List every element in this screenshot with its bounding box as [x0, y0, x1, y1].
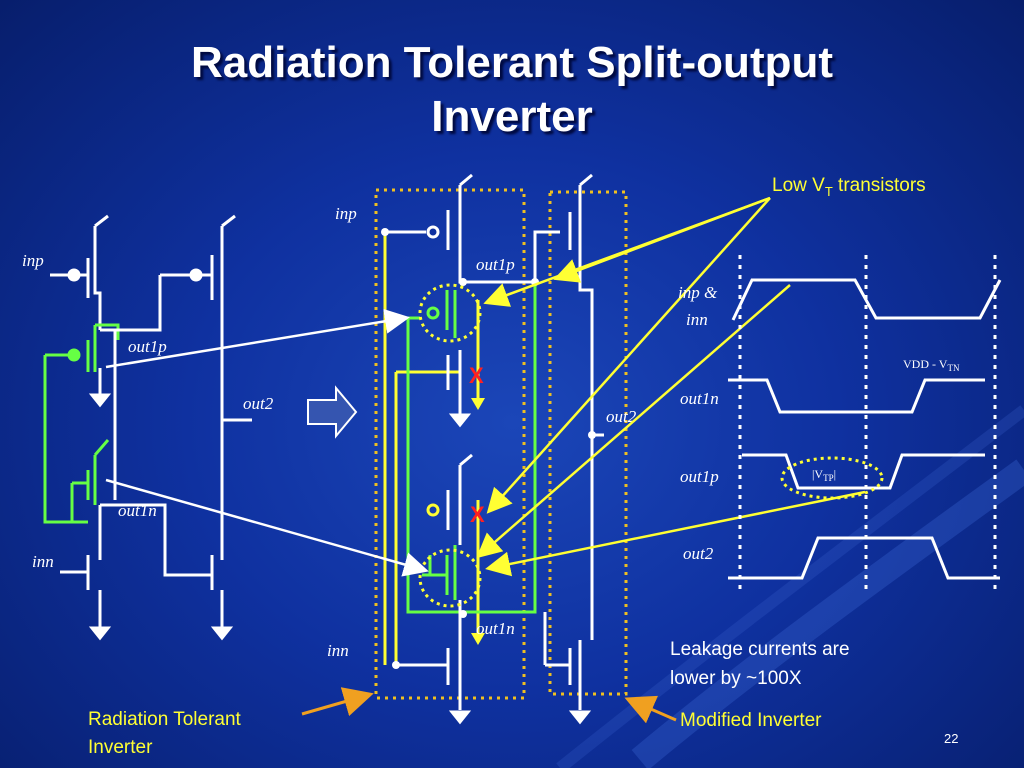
slide-title: Radiation Tolerant Split-output Inverter	[0, 36, 1024, 144]
left-circuit	[43, 214, 252, 641]
transform-arrow	[307, 385, 358, 439]
wave-label-out1n: out1n	[680, 389, 719, 408]
mid-label-out1p: out1p	[476, 255, 515, 274]
title-line-2: Inverter	[431, 92, 593, 141]
annotation-low-vt: Low VT transistors	[772, 175, 926, 199]
mid-label-out1n: out1n	[476, 619, 515, 638]
annotation-leakage-line1: Leakage currents are	[670, 639, 850, 660]
annotation-leakage-line2: lower by ~100X	[670, 668, 802, 689]
wave-label-inn: inn	[686, 310, 708, 329]
mark-x-top: X	[469, 363, 484, 388]
wave-out1p	[742, 453, 985, 490]
left-label-out2: out2	[243, 394, 274, 413]
middle-circuit	[374, 173, 628, 725]
title-line-1: Radiation Tolerant Split-output	[191, 38, 833, 87]
mid-label-out2: out2	[606, 407, 637, 426]
wave-label-out1p: out1p	[680, 467, 719, 486]
left-stage2	[115, 214, 252, 641]
mid-label-inp: inp	[335, 204, 357, 223]
mark-x-bottom: X	[470, 502, 485, 527]
wave-label-inp-amp: inp &	[678, 283, 718, 302]
annotation-rad-tol-line1: Radiation Tolerant	[88, 709, 242, 730]
wave-label-vdd-vtn: VDD - VTN	[903, 357, 960, 373]
left-label-out1n: out1n	[118, 501, 157, 520]
left-label-inn: inn	[32, 552, 54, 571]
wave-out2	[728, 536, 1000, 580]
wave-label-vtp: |VTP|	[812, 467, 836, 483]
background-swoosh	[631, 459, 1024, 768]
left-green-path	[43, 323, 120, 524]
wave-label-out2: out2	[683, 544, 714, 563]
annotation-modified-inverter: Modified Inverter	[680, 710, 822, 731]
wave-inp-inn	[731, 278, 1002, 321]
connector-lines	[105, 196, 866, 724]
left-stage1-white	[50, 214, 200, 641]
page-number: 22	[944, 731, 958, 746]
wave-out1n	[728, 378, 985, 414]
left-label-inp: inp	[22, 251, 44, 270]
waveforms	[728, 255, 1002, 595]
annotation-rad-tol-line2: Inverter	[88, 737, 153, 758]
left-label-out1p: out1p	[128, 337, 167, 356]
mid-label-inn: inn	[327, 641, 349, 660]
